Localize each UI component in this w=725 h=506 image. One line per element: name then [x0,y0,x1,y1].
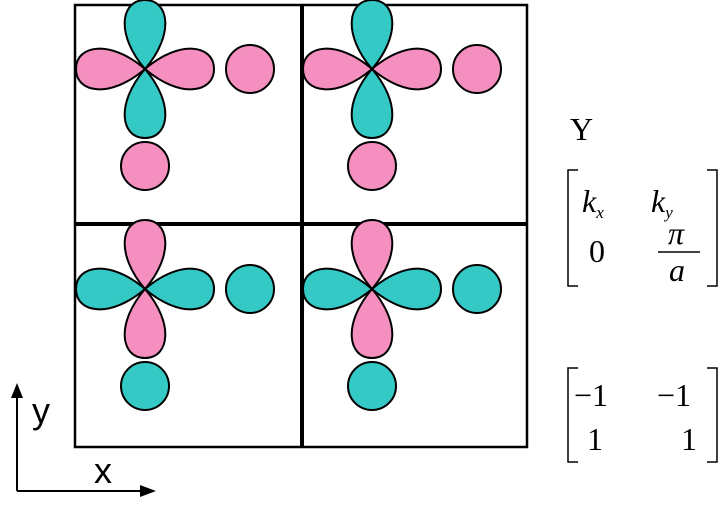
x-axis-label: x [94,450,112,491]
s-orbital-circle-below [120,361,170,411]
orbital-cells [75,0,502,411]
y-axis-label: y [32,390,50,431]
s-orbital-circle-right [452,264,502,314]
matrix1-left-bracket [567,169,578,287]
lattice-cell-top-left [75,0,275,191]
point-label: Y [570,111,593,147]
kx-label: kx [582,183,604,222]
matrix2-r1c2: −1 [657,377,691,413]
matrix1-right-bracket [707,169,718,287]
annotation-panel: Y kx ky 0 π a −1 −1 1 1 [567,111,718,463]
s-orbital-circle-right [452,44,502,94]
ky-label: ky [651,183,673,222]
s-orbital-circle-below [347,141,397,191]
s-orbital-circle-right [225,44,275,94]
s-orbital-circle-below [347,361,397,411]
lattice-cell-bottom-left [75,219,275,411]
s-orbital-circle-below [120,141,170,191]
d-orbital-icon [75,0,215,139]
y-arrowhead-icon [11,383,23,398]
coordinate-axes: y x [11,383,156,497]
d-orbital-icon [302,219,442,359]
x-arrowhead-icon [140,485,156,497]
matrix2-left-bracket [567,367,578,463]
matrix2-right-bracket [707,367,718,463]
d-orbital-icon [302,0,442,139]
lattice-cell-bottom-right [302,219,502,411]
ky-numerator: π [668,215,685,251]
lattice-cell-top-right [302,0,502,191]
kx-value: 0 [589,233,605,269]
d-orbital-icon [75,219,215,359]
matrix2-r2c2: 1 [681,421,697,457]
matrix2-r1c1: −1 [574,377,608,413]
ky-denominator: a [669,252,685,288]
s-orbital-circle-right [225,264,275,314]
matrix2-r2c1: 1 [587,421,603,457]
